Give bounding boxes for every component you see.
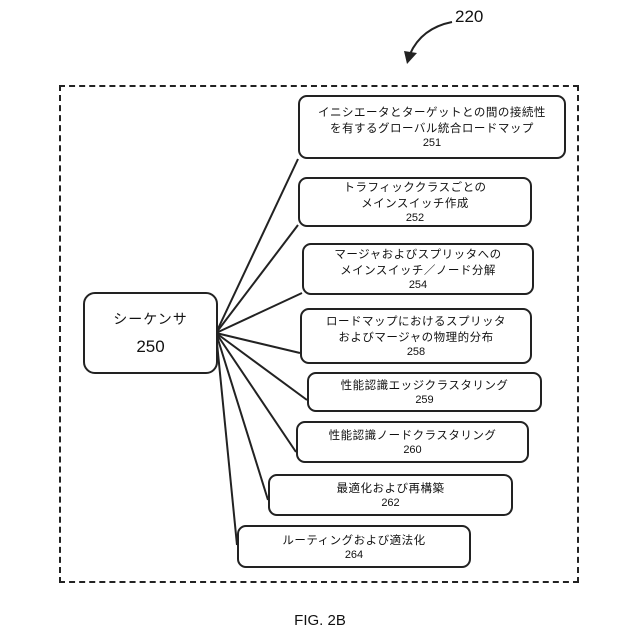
step-box-254: マージャおよびスプリッタへの メインスイッチ／ノード分解 254 xyxy=(302,243,534,295)
step-number: 264 xyxy=(345,548,363,562)
figure-caption: FIG. 2B xyxy=(0,612,640,629)
step-box-262: 最適化および再構築 262 xyxy=(268,474,513,516)
ref-220-arrow xyxy=(410,22,452,54)
step-text-line: 性能認識エッジクラスタリング xyxy=(341,377,509,393)
step-text-line: メインスイッチ／ノード分解 xyxy=(340,262,496,278)
step-text-line: イニシエータとターゲットとの間の接続性 xyxy=(318,104,546,120)
step-text-line: 性能認識ノードクラスタリング xyxy=(329,427,497,443)
step-text-line: を有するグローバル統合ロードマップ xyxy=(330,120,534,136)
step-number: 254 xyxy=(409,278,427,292)
step-number: 252 xyxy=(406,211,424,225)
step-text-line: ルーティングおよび適法化 xyxy=(282,532,425,548)
sequencer-label: シーケンサ xyxy=(113,309,188,329)
step-text-line: メインスイッチ作成 xyxy=(361,195,469,211)
step-text-line: マージャおよびスプリッタへの xyxy=(334,246,501,262)
step-text-line: 最適化および再構築 xyxy=(337,480,445,496)
step-text-line: およびマージャの物理的分布 xyxy=(338,329,493,345)
step-box-251: イニシエータとターゲットとの間の接続性 を有するグローバル統合ロードマップ 25… xyxy=(298,95,566,159)
step-number: 251 xyxy=(423,136,441,150)
sequencer-box: シーケンサ 250 xyxy=(83,292,218,374)
sequencer-number: 250 xyxy=(136,337,164,357)
step-box-252: トラフィッククラスごとの メインスイッチ作成 252 xyxy=(298,177,532,227)
step-number: 260 xyxy=(403,443,421,457)
step-number: 258 xyxy=(407,345,425,359)
step-box-264: ルーティングおよび適法化 264 xyxy=(237,525,471,568)
step-text-line: トラフィッククラスごとの xyxy=(344,179,487,195)
step-number: 259 xyxy=(415,393,433,407)
step-box-259: 性能認識エッジクラスタリング 259 xyxy=(307,372,542,412)
step-text-line: ロードマップにおけるスプリッタ xyxy=(326,313,506,329)
step-box-258: ロードマップにおけるスプリッタ およびマージャの物理的分布 258 xyxy=(300,308,532,364)
ref-220-arrowhead xyxy=(404,51,417,64)
step-box-260: 性能認識ノードクラスタリング 260 xyxy=(296,421,529,463)
step-number: 262 xyxy=(381,496,399,510)
figure-reference-number: 220 xyxy=(455,7,483,27)
